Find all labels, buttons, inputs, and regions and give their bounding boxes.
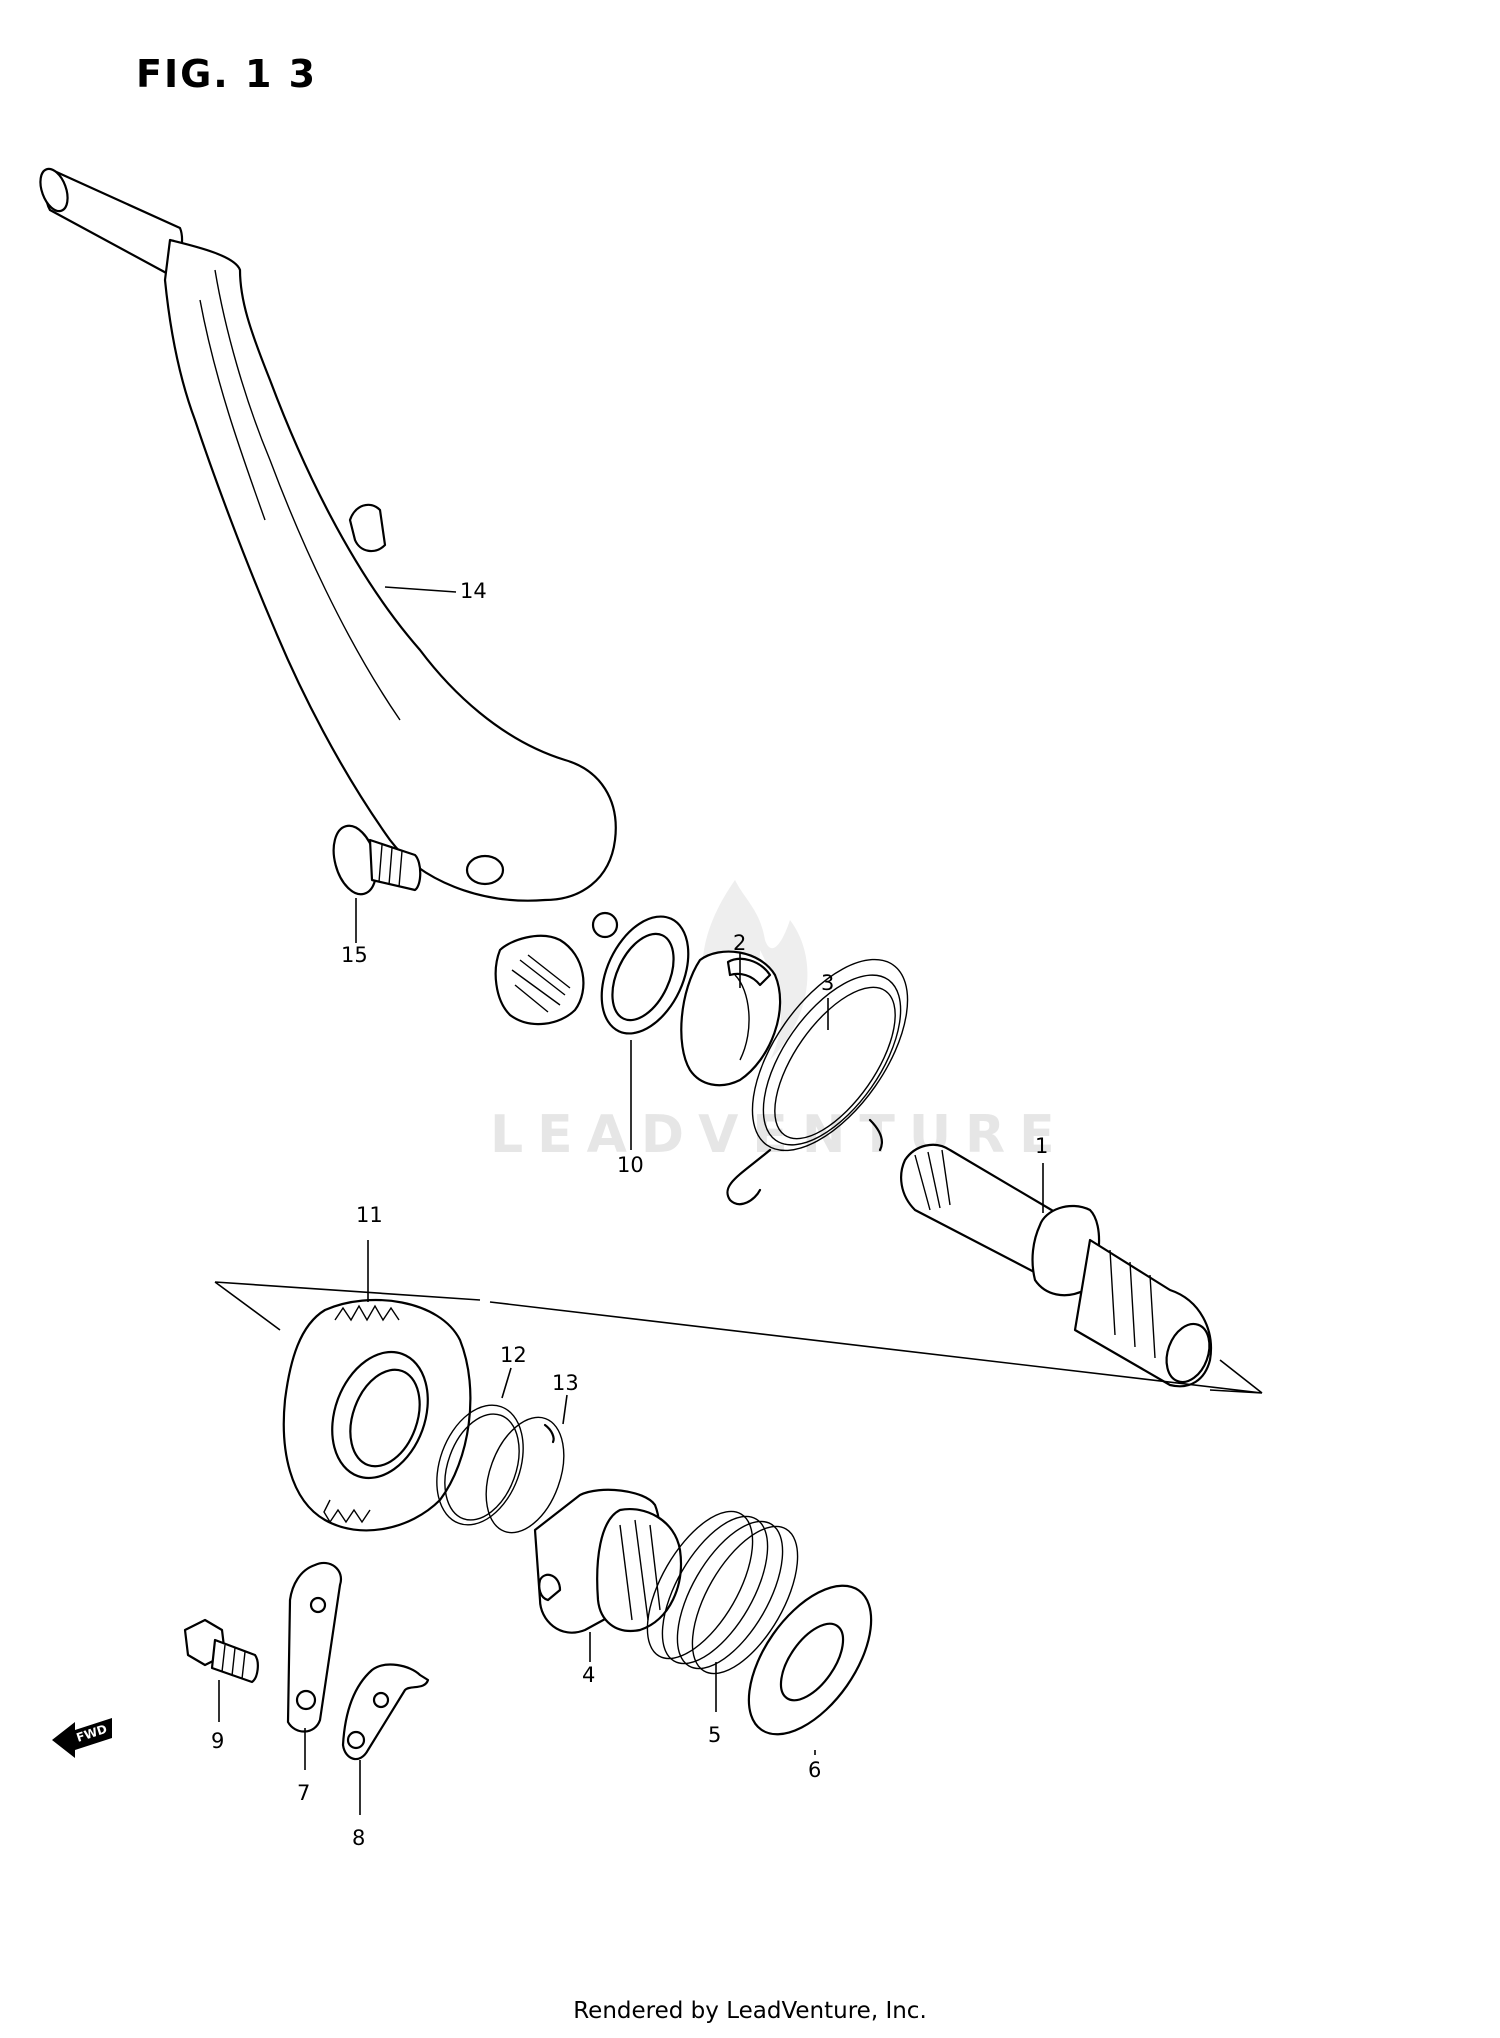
part-6-washer[interactable]: [724, 1565, 895, 1756]
part-13-circlip[interactable]: [472, 1394, 579, 1543]
part-15-bolt[interactable]: [327, 821, 422, 943]
part-11-kick-starter-gear[interactable]: [282, 1240, 472, 1532]
figure-title: FIG. 1 3: [136, 52, 318, 96]
watermark-text: LEADVENTURE: [490, 1105, 1069, 1165]
part-9-bolt[interactable]: [183, 1618, 259, 1722]
callout-4: 4: [582, 1663, 595, 1687]
part-3-return-spring[interactable]: [722, 933, 938, 1206]
watermark: LEADVENTURE: [490, 880, 1069, 1165]
callout-5: 5: [708, 1723, 721, 1747]
callout-15: 15: [341, 943, 368, 967]
part-4-ratchet-gear[interactable]: [533, 1488, 682, 1662]
callout-12: 12: [500, 1343, 527, 1367]
callout-6: 6: [808, 1758, 821, 1782]
part-2-spring-guide[interactable]: [680, 950, 782, 1087]
callout-13: 13: [552, 1371, 579, 1395]
part-10-oil-seal[interactable]: [584, 903, 705, 1150]
callout-11: 11: [356, 1203, 383, 1227]
part-1-kick-shaft[interactable]: [900, 1143, 1217, 1388]
callout-3: 3: [821, 971, 834, 995]
part-5-ratchet-spring[interactable]: [626, 1495, 819, 1712]
part-8-lock-plate[interactable]: [341, 1663, 430, 1815]
callout-9: 9: [211, 1729, 224, 1753]
footer-credit: Rendered by LeadVenture, Inc.: [573, 1998, 927, 2024]
fwd-direction-arrow: FWD: [52, 1718, 112, 1758]
callout-10: 10: [617, 1153, 644, 1177]
part-14-kick-lever[interactable]: [35, 165, 619, 1026]
callout-14: 14: [460, 579, 487, 603]
callout-8: 8: [352, 1826, 365, 1850]
part-12-circlip[interactable]: [421, 1367, 539, 1537]
part-7-guide-plate[interactable]: [286, 1561, 343, 1770]
callout-1: 1: [1035, 1134, 1048, 1158]
callout-labels: 1 2 3 4 5 6 7 8 9 10 11 12 13 14 15: [211, 579, 1048, 1850]
callout-2: 2: [733, 931, 746, 955]
callout-7: 7: [297, 1781, 310, 1805]
